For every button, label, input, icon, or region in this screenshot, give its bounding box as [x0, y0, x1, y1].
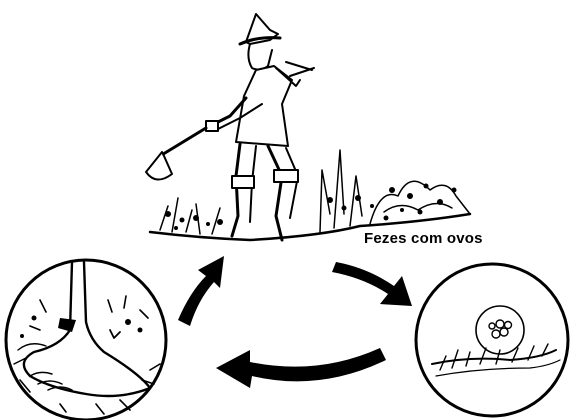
farmer-hoeing-icon: [146, 14, 314, 240]
eggs-in-soil-icon: [416, 264, 568, 416]
eggs-in-feces-label: Fezes com ovos: [364, 230, 483, 247]
bare-foot-icon: [6, 260, 166, 420]
arrow-foot-to-farmer: [178, 256, 224, 326]
arrow-eggs-to-foot: [216, 348, 386, 388]
vegetation-icon: [150, 150, 470, 240]
arrow-farmer-to-eggs: [332, 262, 412, 306]
